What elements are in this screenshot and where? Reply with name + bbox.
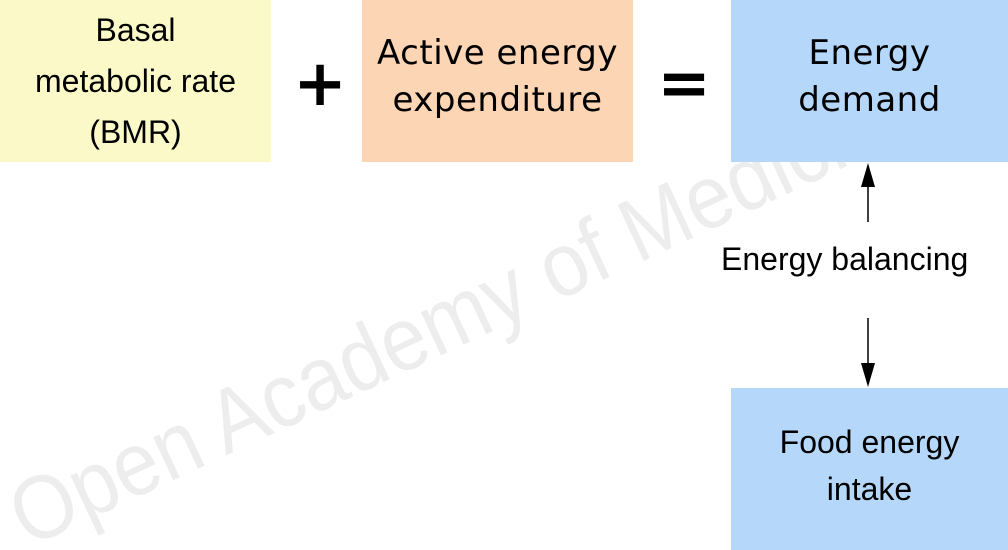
up-arrow xyxy=(861,163,875,222)
energy-demand-label: Energy demand xyxy=(798,33,941,120)
food-energy-box: Food energy intake xyxy=(731,388,1008,550)
active-energy-label: Active energy expenditure xyxy=(377,33,618,120)
food-energy-label: Food energy intake xyxy=(779,424,960,507)
bmr-label: Basal metabolic rate (BMR) xyxy=(35,11,236,150)
equals-operator: = xyxy=(657,47,711,121)
energy-balancing-label: Energy balancing xyxy=(721,241,969,277)
active-energy-box: Active energy expenditure xyxy=(362,0,633,162)
bmr-box: Basal metabolic rate (BMR) xyxy=(0,0,271,162)
energy-demand-box: Energy demand xyxy=(731,0,1008,162)
down-arrow xyxy=(861,318,875,387)
plus-operator: + xyxy=(293,47,347,121)
